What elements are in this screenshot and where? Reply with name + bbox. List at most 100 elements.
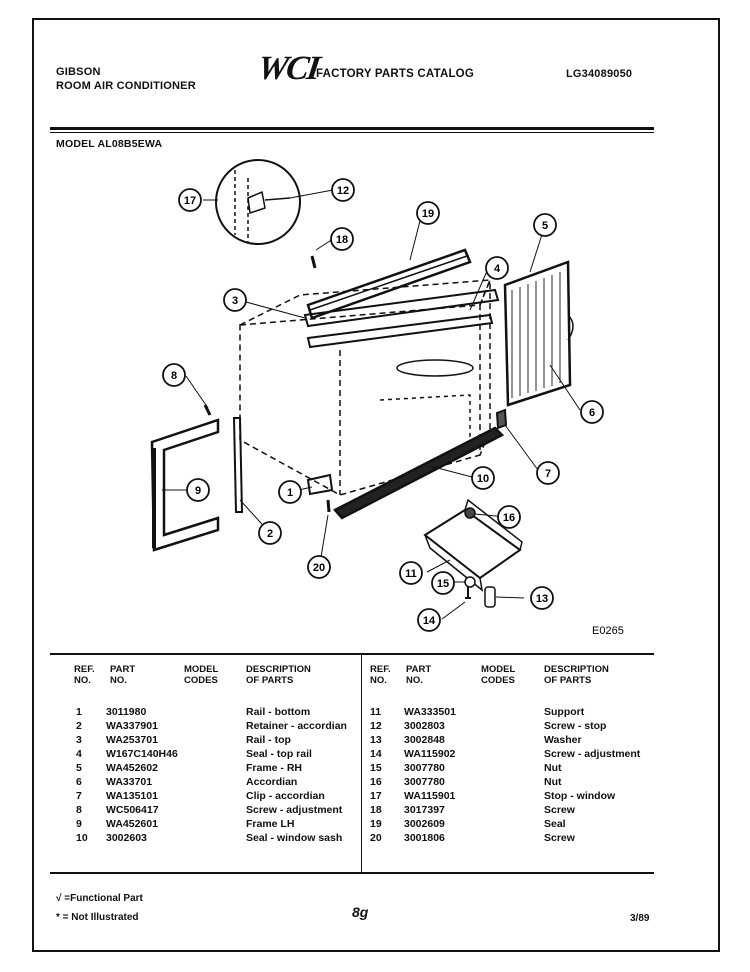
callout-1: 1 [278,480,302,504]
part-row-left-ref: 5 [76,762,82,774]
svg-text:11: 11 [405,568,417,580]
part-row-right-ref: 14 [370,748,382,760]
part-row-left-part: WA452601 [106,818,158,830]
svg-text:6: 6 [589,407,595,419]
part-row-left-desc: Frame - RH [246,762,303,774]
top-rail [303,288,500,328]
catalog-title: FACTORY PARTS CATALOG [316,68,474,80]
functional-part-legend: √ =Functional Part [56,893,143,904]
callout-14: 14 [417,608,441,632]
part-row-left-ref: 8 [76,804,82,816]
part-row-right-part: WA115902 [404,748,456,760]
part-row-left-desc: Rail - top [246,734,291,746]
part-row-right-ref: 17 [370,790,382,802]
callout-4: 4 [485,256,509,280]
part-row-left-ref: 9 [76,818,82,830]
part-row-left-ref: 1 [76,706,82,718]
part-row-left-desc: Seal - window sash [246,832,343,844]
part-row-right-desc: Nut [544,776,562,788]
part-row-right-desc: Screw - stop [544,720,607,732]
callout-9: 9 [186,478,210,502]
exploded-parts-diagram: 1 2 3 4 5 6 7 8 9 10 11 12 13 14 15 16 1… [150,159,624,637]
part-row-right-desc: Screw [544,832,575,844]
top-seal [306,248,472,320]
svg-text:3: 3 [232,295,238,307]
part-row-left-part: WA452602 [106,762,158,774]
part-row-left-part: WA33701 [106,776,153,788]
date-code: 3/89 [630,913,650,924]
svg-text:1: 1 [287,487,293,499]
header-divider [50,127,654,130]
part-row-right-part: 3017397 [404,804,445,816]
screw-18 [310,255,317,269]
part-row-left-part: 3011980 [106,706,147,718]
part-row-left-part: WC506417 [106,804,159,816]
part-row-right-desc: Screw [544,804,575,816]
part-row-right-ref: 20 [370,832,382,844]
svg-text:2: 2 [267,528,273,540]
part-row-left-ref: 6 [76,776,82,788]
callout-17: 17 [178,188,202,212]
svg-text:12: 12 [337,185,349,197]
svg-text:7: 7 [545,468,551,480]
part-row-right-part: 3002848 [404,734,445,746]
table-center-divider [361,655,362,872]
accordian-clip [495,408,508,430]
brand-name: GIBSON [56,66,101,78]
header-ref-no-left: REF.NO. [74,664,95,686]
callout-6: 6 [580,400,604,424]
part-row-left-part: 3002603 [106,832,147,844]
model-label: MODEL AL08B5EWA [56,138,163,150]
svg-text:8: 8 [171,370,177,382]
svg-text:10: 10 [477,473,489,485]
window-sash-seal [333,426,505,520]
part-row-left-part: WA337901 [106,720,158,732]
part-row-left-desc: Frame LH [246,818,295,830]
svg-text:15: 15 [437,578,449,590]
part-row-right-ref: 12 [370,720,382,732]
svg-text:9: 9 [195,485,201,497]
catalog-number: LG34089050 [566,68,633,80]
part-row-right-part: 3001806 [404,832,445,844]
svg-text:13: 13 [536,593,548,605]
callout-11: 11 [399,561,423,585]
header-divider-thin [50,132,654,133]
callout-13: 13 [530,586,554,610]
svg-text:16: 16 [503,512,515,524]
callout-18: 18 [330,227,354,251]
nut-15 [464,576,476,588]
page-border [32,18,720,952]
part-row-right-ref: 19 [370,818,382,830]
part-row-right-ref: 11 [370,706,382,718]
part-row-right-ref: 13 [370,734,382,746]
nut-16 [464,507,476,519]
part-row-right-desc: Nut [544,762,562,774]
washer-13 [484,586,496,608]
screw-20 [326,499,331,513]
callout-12: 12 [331,178,355,202]
svg-text:19: 19 [422,208,434,220]
part-row-left-ref: 4 [76,748,82,760]
part-row-right-ref: 15 [370,762,382,774]
callout-8: 8 [162,363,186,387]
part-row-left-desc: Retainer - accordian [246,720,347,732]
part-row-left-desc: Rail - bottom [246,706,311,718]
detail-inset [215,159,301,245]
table-top-rule [50,653,654,655]
figure-code: E0265 [592,625,624,637]
part-row-right-desc: Screw - adjustment [544,748,641,760]
part-row-left-part: WA135101 [106,790,158,802]
part-row-right-part: WA333501 [404,706,456,718]
not-illustrated-legend: * = Not Illustrated [56,912,139,923]
wci-logo: WCI [255,50,321,87]
callout-3: 3 [223,288,247,312]
callout-20: 20 [307,555,331,579]
part-row-left-desc: Screw - adjustment [246,804,343,816]
part-row-right-desc: Support [544,706,585,718]
svg-text:14: 14 [423,615,436,627]
top-rail-seal [306,313,494,349]
svg-text:17: 17 [184,195,196,207]
